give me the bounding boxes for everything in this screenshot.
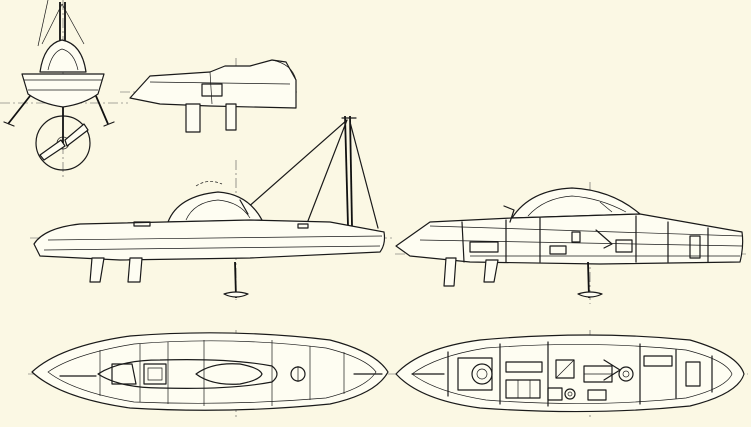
deck-plan [28, 330, 392, 420]
front-view [0, 0, 128, 180]
accommodation-plan [392, 330, 748, 420]
inboard-profile [395, 182, 746, 304]
small-hull-profile [120, 58, 300, 133]
side-elevation [30, 115, 392, 300]
